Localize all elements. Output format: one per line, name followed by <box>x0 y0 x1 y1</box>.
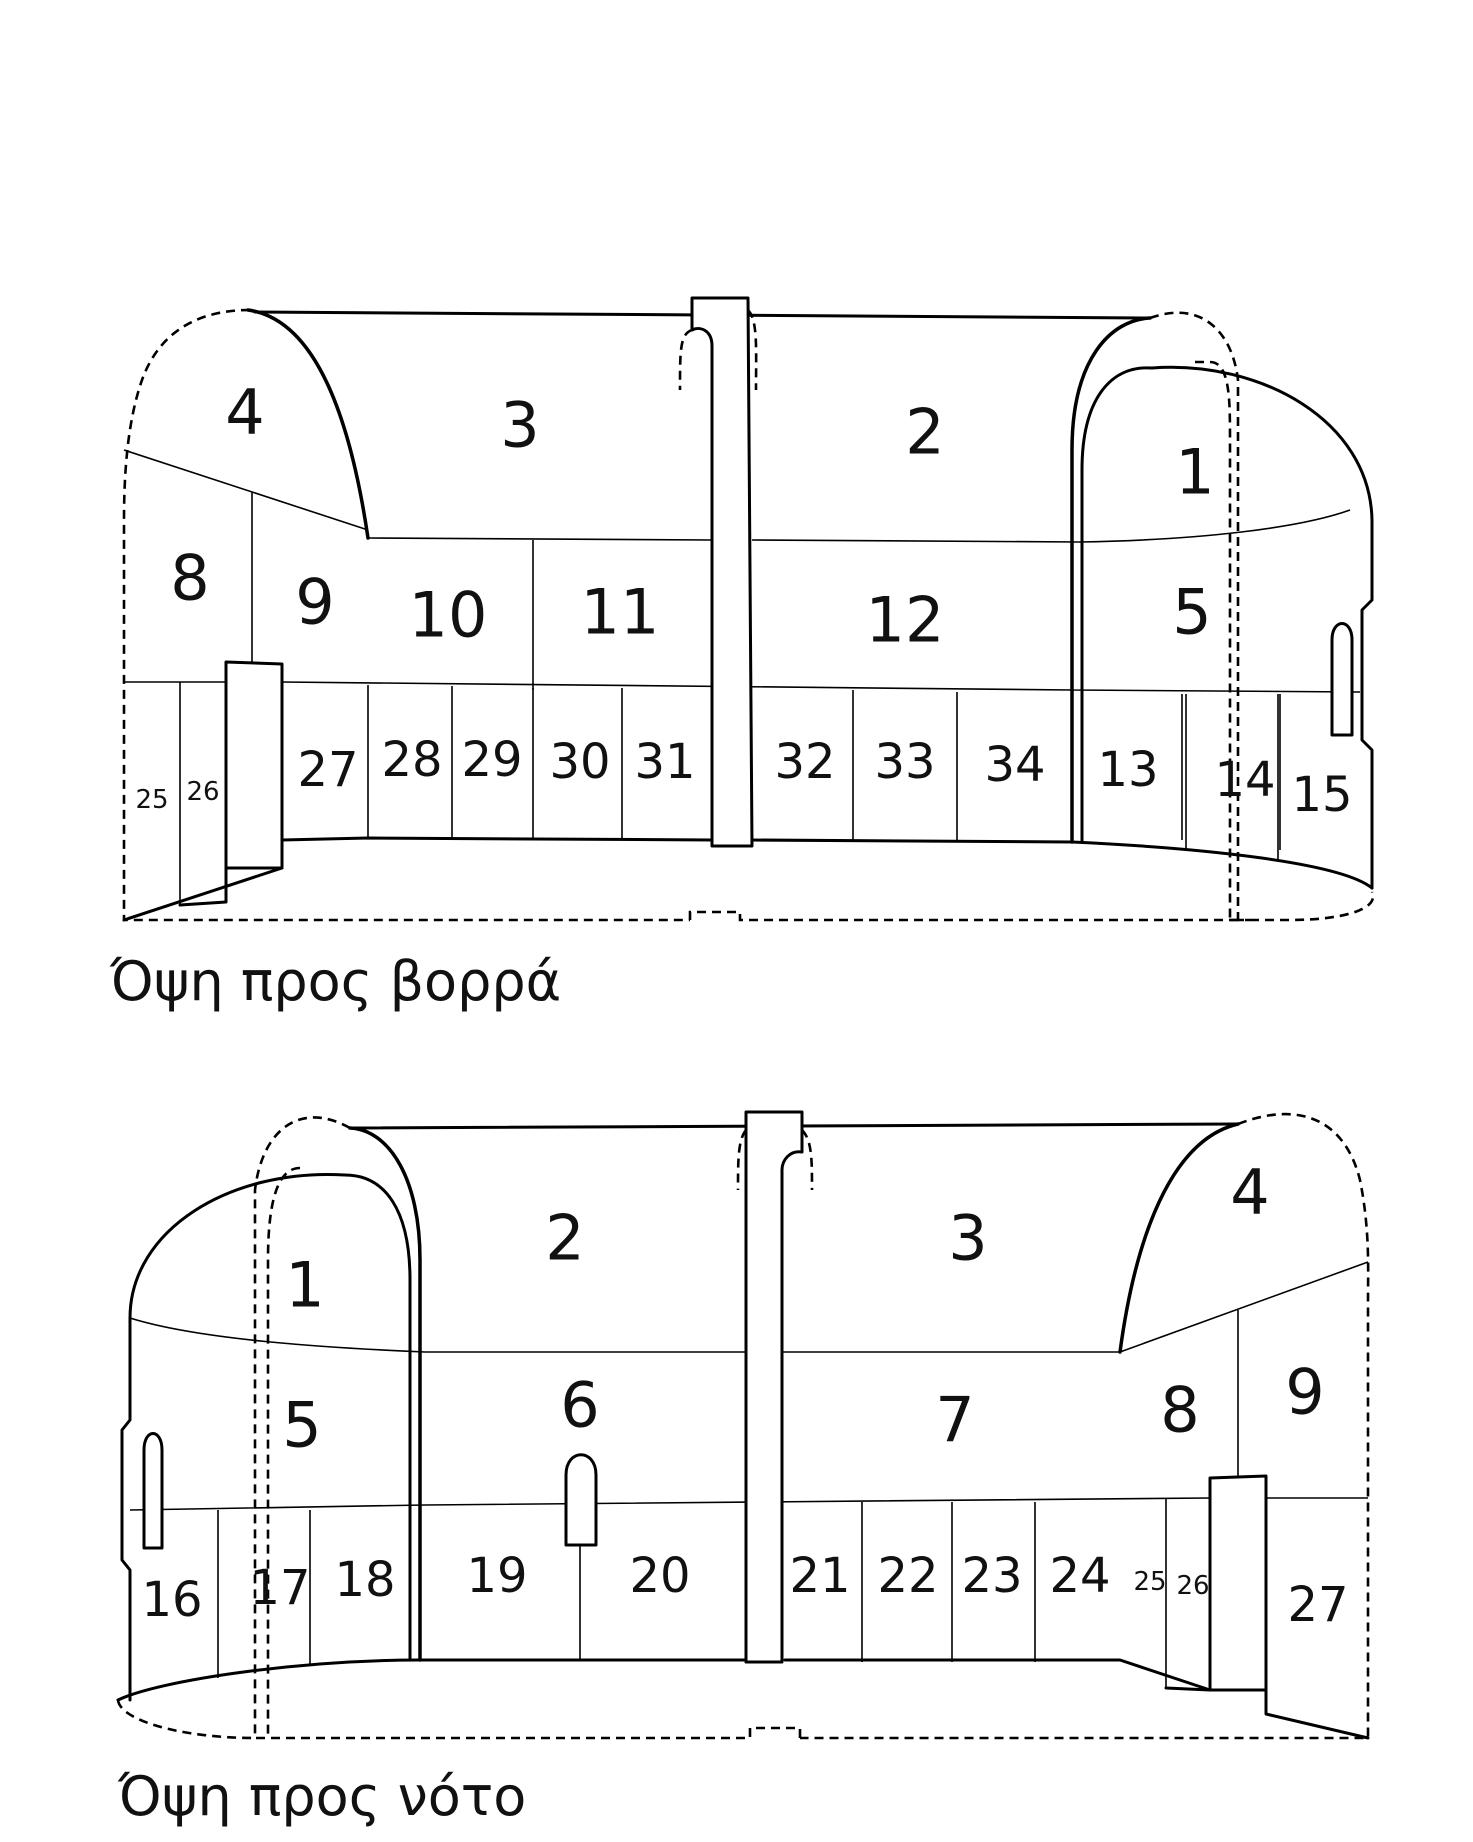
south-field-7: 7 <box>935 1384 974 1457</box>
north-field-5: 5 <box>1172 576 1211 649</box>
north-field-12: 12 <box>866 584 945 657</box>
south-west-arch-outer <box>348 1126 422 1662</box>
south-field-1: 1 <box>285 1249 324 1322</box>
north-field-29: 29 <box>461 732 522 788</box>
north-dashed-floor-niche <box>688 910 1235 922</box>
south-dashed-floor-niche <box>255 1726 802 1740</box>
north-door-base <box>178 866 228 907</box>
north-field-27: 27 <box>297 742 358 798</box>
north-field-33: 33 <box>874 734 935 790</box>
south-field-5: 5 <box>282 1389 321 1462</box>
north-floor-line <box>122 836 714 922</box>
north-field-28: 28 <box>381 732 442 788</box>
south-field-16: 16 <box>141 1572 202 1628</box>
south-door-pier <box>1208 1474 1268 1692</box>
south-field-4: 4 <box>1230 1156 1269 1229</box>
north-dashed-arch <box>1149 311 1250 922</box>
south-nave-window <box>564 1453 598 1547</box>
south-field-20: 20 <box>629 1548 690 1604</box>
south-field-17: 17 <box>249 1560 310 1616</box>
south-field-27: 27 <box>1287 1577 1348 1633</box>
south-west-arch-inner <box>343 1173 412 1662</box>
south-field-2: 2 <box>545 1202 584 1275</box>
north-field-8: 8 <box>170 542 209 615</box>
south-field-9: 9 <box>1285 1356 1324 1429</box>
north-dashed-west-wall <box>122 308 690 922</box>
south-field-21: 21 <box>789 1548 850 1604</box>
south-field-25: 25 <box>1133 1567 1166 1597</box>
north-field-34: 34 <box>984 737 1045 793</box>
north-pier-dashed <box>678 309 758 391</box>
south-apse-window <box>142 1432 164 1550</box>
south-apse-floor-dashed <box>116 1699 256 1740</box>
north-east-arch-inner <box>1080 366 1154 844</box>
north-middle-register-line <box>124 681 1361 693</box>
south-floor-line <box>783 1658 1370 1740</box>
south-field-23: 23 <box>961 1548 1022 1604</box>
south-dashed-arch <box>253 1116 351 1738</box>
north-field-1: 1 <box>1175 436 1214 509</box>
north-apse-floor <box>1070 840 1374 890</box>
south-apse-conch <box>120 1172 347 1702</box>
north-east-arch-outer <box>1070 316 1152 844</box>
north-cornice-line <box>367 509 1351 543</box>
south-door-base <box>1164 1686 1212 1692</box>
south-line-4-9 <box>1119 1261 1369 1353</box>
north-floor-right <box>750 838 1074 844</box>
north-field-26: 26 <box>186 777 219 807</box>
north-field-14: 14 <box>1214 752 1275 808</box>
south-field-6: 6 <box>560 1369 599 1442</box>
north-bottom-dividers <box>179 682 1281 905</box>
north-field-11: 11 <box>581 576 660 649</box>
south-east-arch <box>1118 1122 1240 1354</box>
south-pier-dashed <box>736 1129 814 1191</box>
north-field-15: 15 <box>1291 767 1352 823</box>
north-west-arch <box>246 308 370 540</box>
south-middle-register-line <box>129 1497 1368 1511</box>
south-bottom-dividers <box>217 1498 1167 1688</box>
north-field-25: 25 <box>135 785 168 815</box>
north-door-pier <box>224 660 284 870</box>
south-central-pier <box>744 1110 804 1664</box>
south-field-3: 3 <box>948 1202 987 1275</box>
north-field-32: 32 <box>774 734 835 790</box>
north-field-3: 3 <box>500 389 539 462</box>
south-field-8: 8 <box>1160 1374 1199 1447</box>
north-view-caption: Όψη προς βορρά <box>109 950 561 1013</box>
north-apse-window <box>1330 622 1354 737</box>
north-elevation: 4 3 2 1 8 9 10 11 12 5 25 26 27 28 29 30… <box>109 296 1375 1013</box>
south-view-caption: Όψη προς νότο <box>117 1765 526 1828</box>
north-field-31: 31 <box>634 734 695 790</box>
north-field-30: 30 <box>549 734 610 790</box>
south-field-18: 18 <box>334 1552 395 1608</box>
south-field-26: 26 <box>1176 1571 1209 1601</box>
south-field-24: 24 <box>1049 1548 1110 1604</box>
north-field-9: 9 <box>295 566 334 639</box>
north-field-13: 13 <box>1097 742 1158 798</box>
south-apse-floor <box>116 1658 422 1702</box>
north-central-pier <box>690 296 754 848</box>
north-apse-dividers <box>1185 694 1279 860</box>
south-field-22: 22 <box>877 1548 938 1604</box>
south-dashed-east-wall <box>800 1112 1370 1740</box>
north-field-10: 10 <box>409 579 488 652</box>
south-field-19: 19 <box>466 1548 527 1604</box>
south-elevation: 2 3 4 1 5 6 7 8 9 16 17 18 19 20 21 22 2… <box>116 1110 1370 1828</box>
north-apse-conch <box>1150 365 1374 890</box>
north-apse-floor-dashed <box>1235 891 1375 922</box>
south-cornice-line <box>129 1317 1120 1353</box>
north-field-2: 2 <box>905 396 944 469</box>
north-line-4-8 <box>123 449 369 531</box>
north-field-4: 4 <box>225 376 264 449</box>
